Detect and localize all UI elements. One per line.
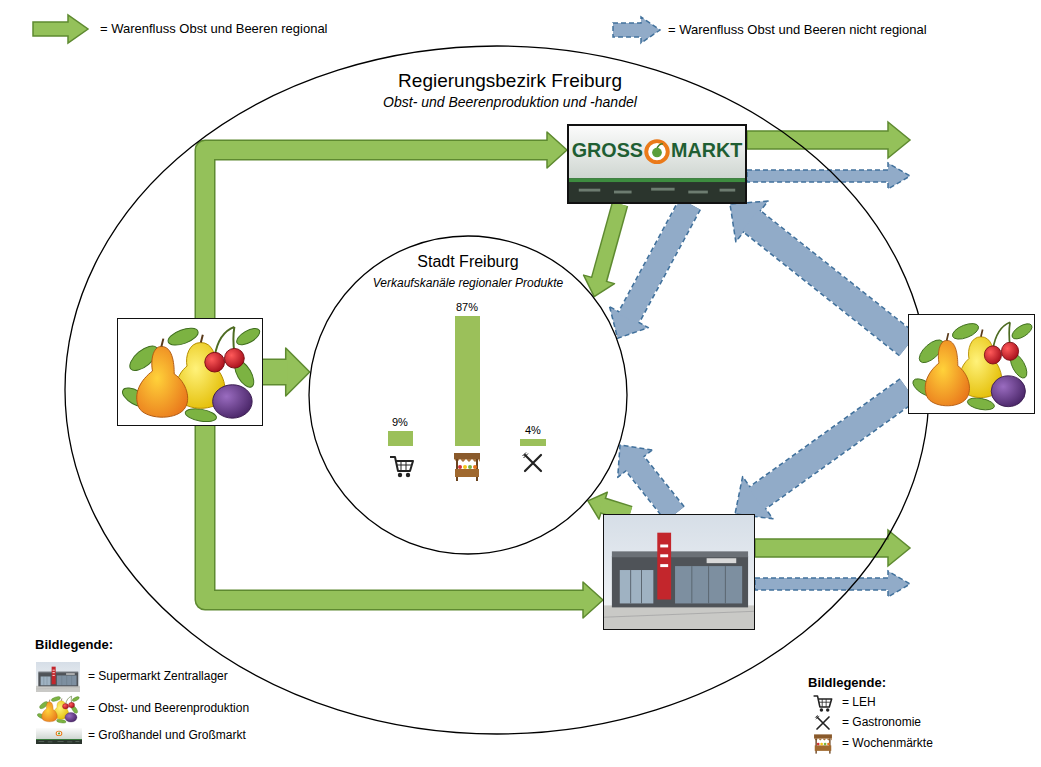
flow-arrow-regional — [205, 150, 549, 318]
flow-arrow-regional-head — [583, 582, 603, 618]
flow-arrow-regional — [263, 360, 288, 384]
legend-text: = Supermarkt Zentrallager — [88, 670, 228, 684]
flow-arrow-regional — [205, 426, 583, 600]
flow-arrow-regional-head — [286, 348, 310, 396]
legend-text: = Warenfluss Obst und Beeren nicht regio… — [668, 23, 927, 38]
wholesale-market-sign-picture — [569, 126, 745, 202]
region-ellipse-outline — [65, 46, 929, 734]
flow-arrow-regional — [599, 204, 621, 281]
flow-arrow-regional-head — [547, 132, 567, 168]
bar-wochenmarkt — [455, 316, 480, 446]
legend-heading: Bildlegende: — [35, 638, 113, 653]
legend-text: = Obst- und Beerenproduktion — [88, 702, 249, 716]
flow-arrow-nonregional — [756, 390, 908, 499]
flow-arrow-regional — [263, 348, 310, 396]
legend-wholesale-icon — [36, 728, 82, 744]
bar-value: 4% — [525, 424, 541, 437]
legend-cutlery-icon — [815, 715, 829, 729]
market-stall-icon — [454, 453, 480, 481]
flow-arrow-nonregional — [628, 204, 690, 319]
legend-cart-icon — [814, 696, 832, 712]
flow-arrow-nonregional — [618, 445, 675, 514]
cutlery-icon — [523, 453, 542, 472]
region-ellipse: Regierungsbezirk FreiburgObst- und Beere… — [64, 45, 930, 735]
wholesale-market-sign-text: MARKT — [671, 139, 742, 162]
region-ellipse-text: Obst- und Beerenproduktion und -handel — [383, 94, 637, 110]
city-circle-text: Stadt Freiburg — [417, 253, 518, 271]
legend-arrow-regional — [33, 15, 88, 43]
flow-arrow-regional — [205, 132, 567, 318]
legend-fruit-icon — [36, 694, 80, 724]
legend-arrow-nonregional — [613, 17, 660, 43]
fruit-production-box — [117, 318, 263, 426]
legend-text: = Großhandel und Großmarkt — [88, 729, 246, 743]
fruit-production-box-picture — [118, 319, 262, 425]
cart-icon — [390, 457, 413, 477]
fruit-production-box-picture — [118, 319, 262, 425]
flow-arrow-nonregional — [730, 201, 908, 345]
outflow-arrow-regional — [755, 530, 910, 566]
bar-leh — [388, 431, 413, 446]
supermarket-warehouse-picture — [604, 515, 754, 629]
legend-text: = Wochenmärkte — [842, 737, 933, 751]
city-circle: Stadt FreiburgVerkaufskanäle regionaler … — [308, 235, 628, 555]
legend-heading: Bildlegende: — [808, 676, 886, 691]
legend-text: = Warenfluss Obst und Beeren regional — [100, 22, 328, 37]
bar-gastronomie — [520, 439, 546, 446]
city-circle-outline — [309, 236, 627, 554]
flow-arrow-regional — [205, 426, 603, 618]
supermarket-warehouse — [603, 514, 755, 630]
flow-arrow-nonregional — [610, 204, 690, 338]
fruit-production-box-picture — [909, 315, 1034, 413]
flow-arrow-regional — [601, 505, 630, 514]
legend-text: = LEH — [842, 696, 876, 710]
outflow-arrow-nonregional — [755, 571, 910, 597]
city-circle-text: Verkaufskanäle regionaler Produkte — [373, 277, 563, 291]
wholesale-market-sign: GROSS MARKT — [567, 124, 747, 204]
wholesale-market-sign-text: GROSS — [572, 139, 643, 162]
flow-arrow-regional — [584, 204, 620, 297]
flow-arrow-regional — [205, 426, 585, 600]
outflow-arrow-regional — [747, 122, 910, 158]
fruit-production-box-picture — [909, 315, 1034, 413]
wholesale-market-sign-picture — [569, 126, 745, 202]
legend-text: = Gastronomie — [842, 716, 921, 730]
bar-value: 87% — [456, 301, 478, 314]
flow-arrow-nonregional — [735, 390, 908, 519]
legend-supermarket-icon — [36, 662, 80, 692]
region-ellipse-text: Regierungsbezirk Freiburg — [398, 70, 622, 92]
outflow-arrow-nonregional — [747, 163, 910, 189]
supermarket-warehouse-picture — [604, 515, 754, 629]
bar-value: 9% — [392, 416, 408, 429]
flow-arrow-regional — [205, 150, 547, 318]
flow-arrow-nonregional — [634, 462, 675, 514]
fruit-production-box — [908, 314, 1035, 414]
legend-stall-icon — [814, 734, 832, 753]
